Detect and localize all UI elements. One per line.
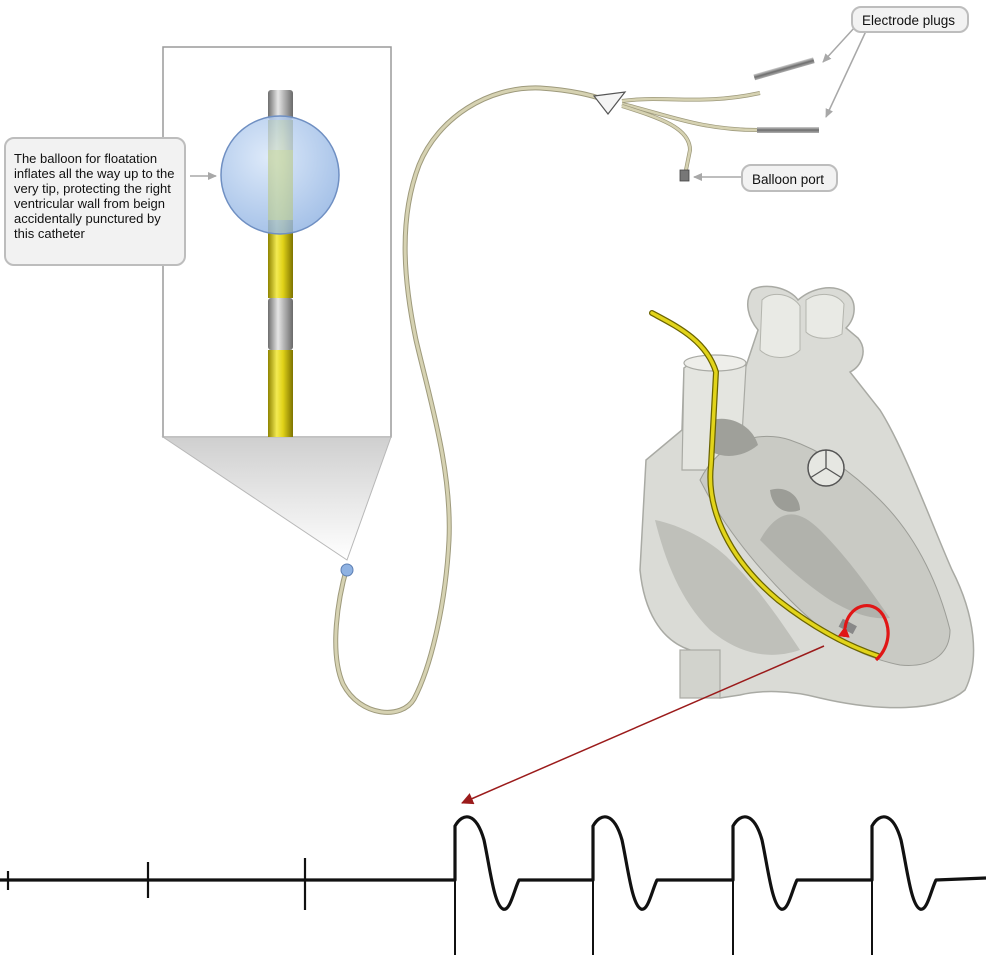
tip-balloon-icon [340, 563, 354, 577]
ecg-pointer-arrow [461, 645, 825, 805]
label-arrows [693, 26, 867, 181]
electrode-plug-1 [753, 57, 815, 81]
pacing-catheter-icon [333, 57, 819, 715]
balloon-port-callout: Balloon port [741, 164, 838, 192]
ecg-trace [0, 815, 986, 955]
catheter-tip-detail [220, 90, 340, 437]
zoom-cone [161, 436, 392, 561]
electrode-plugs-callout: Electrode plugs [851, 6, 969, 33]
electrode-plugs-label: Electrode plugs [862, 13, 956, 28]
catheter-hub [592, 91, 627, 115]
balloon-port-connector [679, 169, 690, 182]
heart-cross-section-illustration [639, 285, 975, 709]
balloon-note-callout: The balloon for floatation inflates all … [4, 137, 186, 266]
electrode-plug-2 [757, 127, 819, 133]
red-curved-arrow [837, 604, 890, 662]
balloon-note-text: The balloon for floatation inflates all … [14, 151, 175, 241]
balloon-port-label: Balloon port [752, 172, 825, 187]
